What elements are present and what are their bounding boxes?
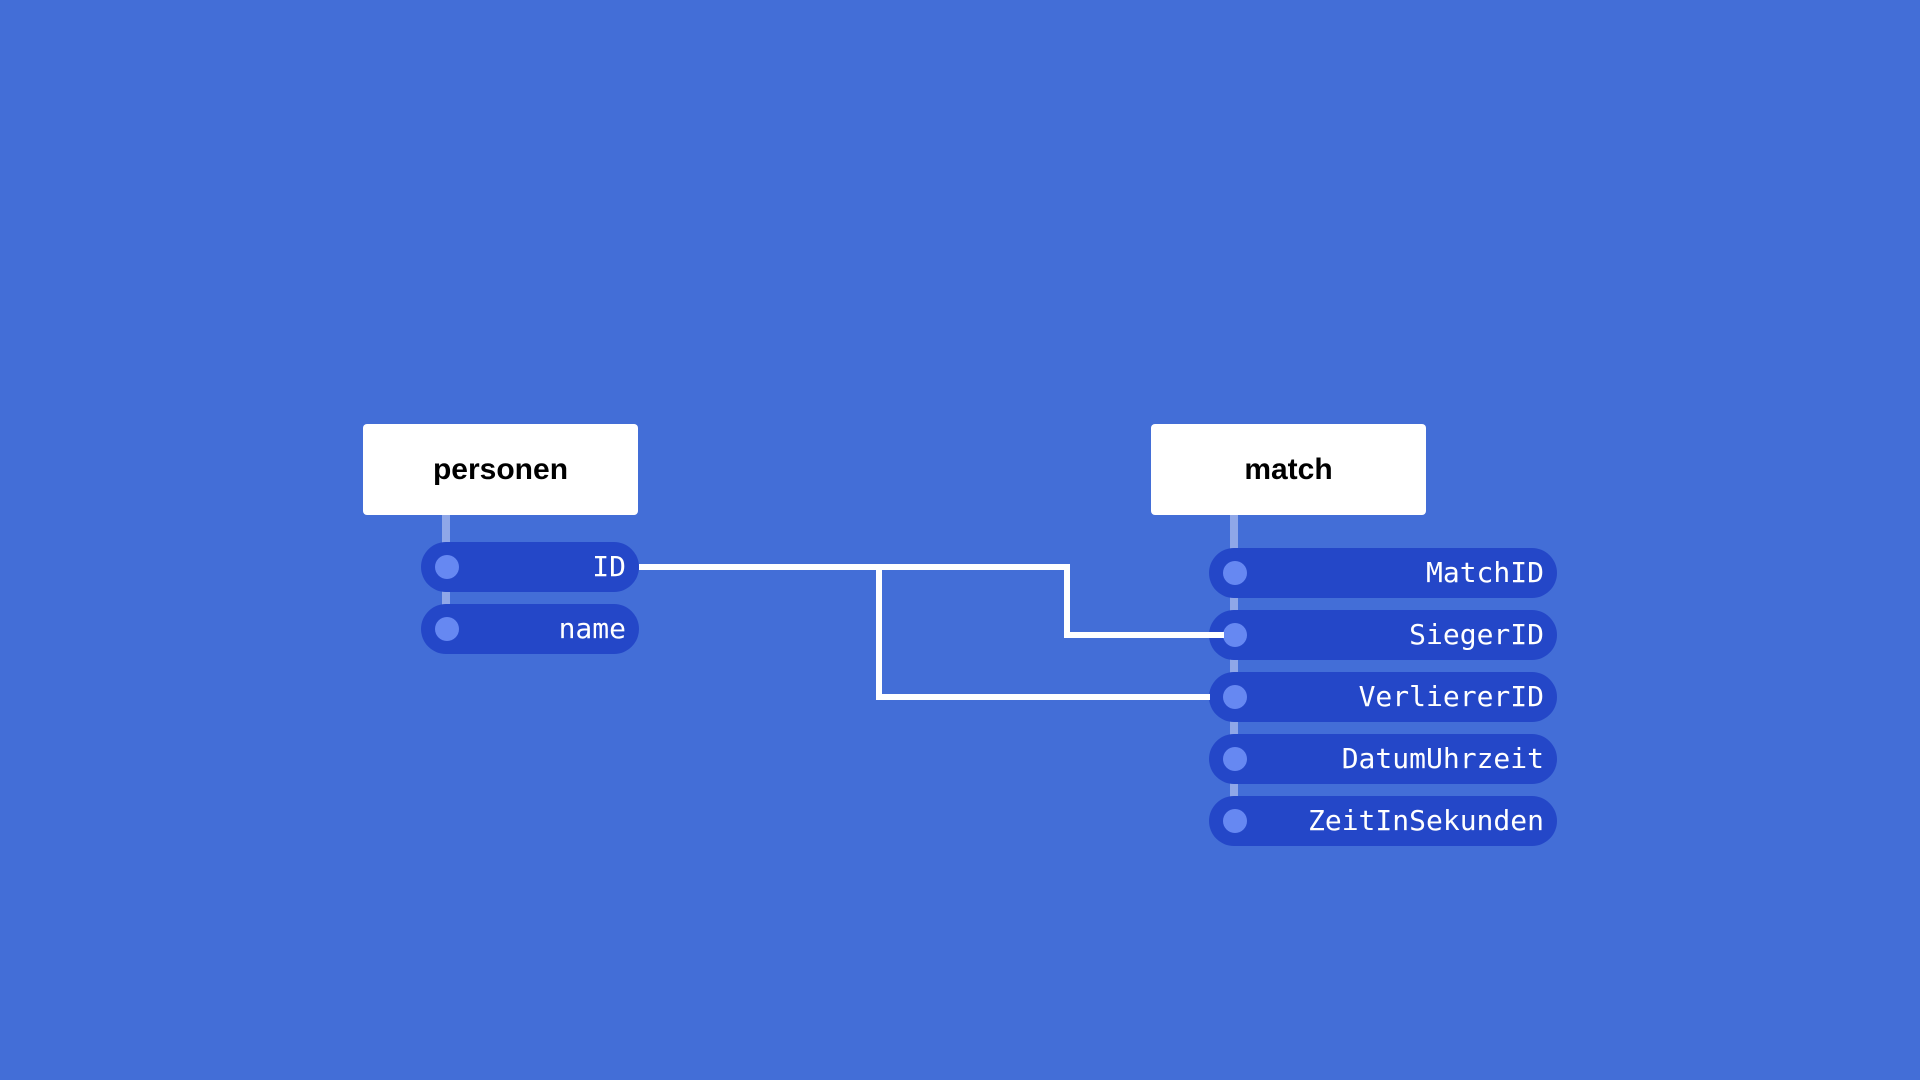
- field-match-verliererid[interactable]: VerliererID: [1209, 672, 1557, 722]
- field-dot-icon: [435, 617, 459, 641]
- field-label: ID: [592, 550, 626, 583]
- field-personen-name[interactable]: name: [421, 604, 639, 654]
- field-dot-icon: [1223, 561, 1247, 585]
- field-match-siegerid[interactable]: SiegerID: [1209, 610, 1557, 660]
- table-header-personen[interactable]: personen: [363, 424, 638, 515]
- field-dot-icon: [1223, 623, 1247, 647]
- field-match-matchid[interactable]: MatchID: [1209, 548, 1557, 598]
- field-dot-icon: [435, 555, 459, 579]
- table-header-match[interactable]: match: [1151, 424, 1426, 515]
- field-personen-id[interactable]: ID: [421, 542, 639, 592]
- relation-line-id-siegerid: [639, 564, 1224, 638]
- relation-line-id-verliererid: [639, 564, 1210, 700]
- field-label: MatchID: [1425, 556, 1544, 589]
- field-match-datumuhrzeit[interactable]: DatumUhrzeit: [1209, 734, 1557, 784]
- field-label: SiegerID: [1409, 618, 1544, 651]
- field-dot-icon: [1223, 747, 1247, 771]
- field-label: DatumUhrzeit: [1341, 742, 1544, 775]
- field-dot-icon: [1223, 809, 1247, 833]
- field-dot-icon: [1223, 685, 1247, 709]
- match-spine: [1230, 515, 1238, 820]
- field-label: name: [558, 612, 626, 645]
- field-match-zeitinsekunden[interactable]: ZeitInSekunden: [1209, 796, 1557, 846]
- field-label: ZeitInSekunden: [1307, 804, 1544, 837]
- field-label: VerliererID: [1358, 680, 1544, 713]
